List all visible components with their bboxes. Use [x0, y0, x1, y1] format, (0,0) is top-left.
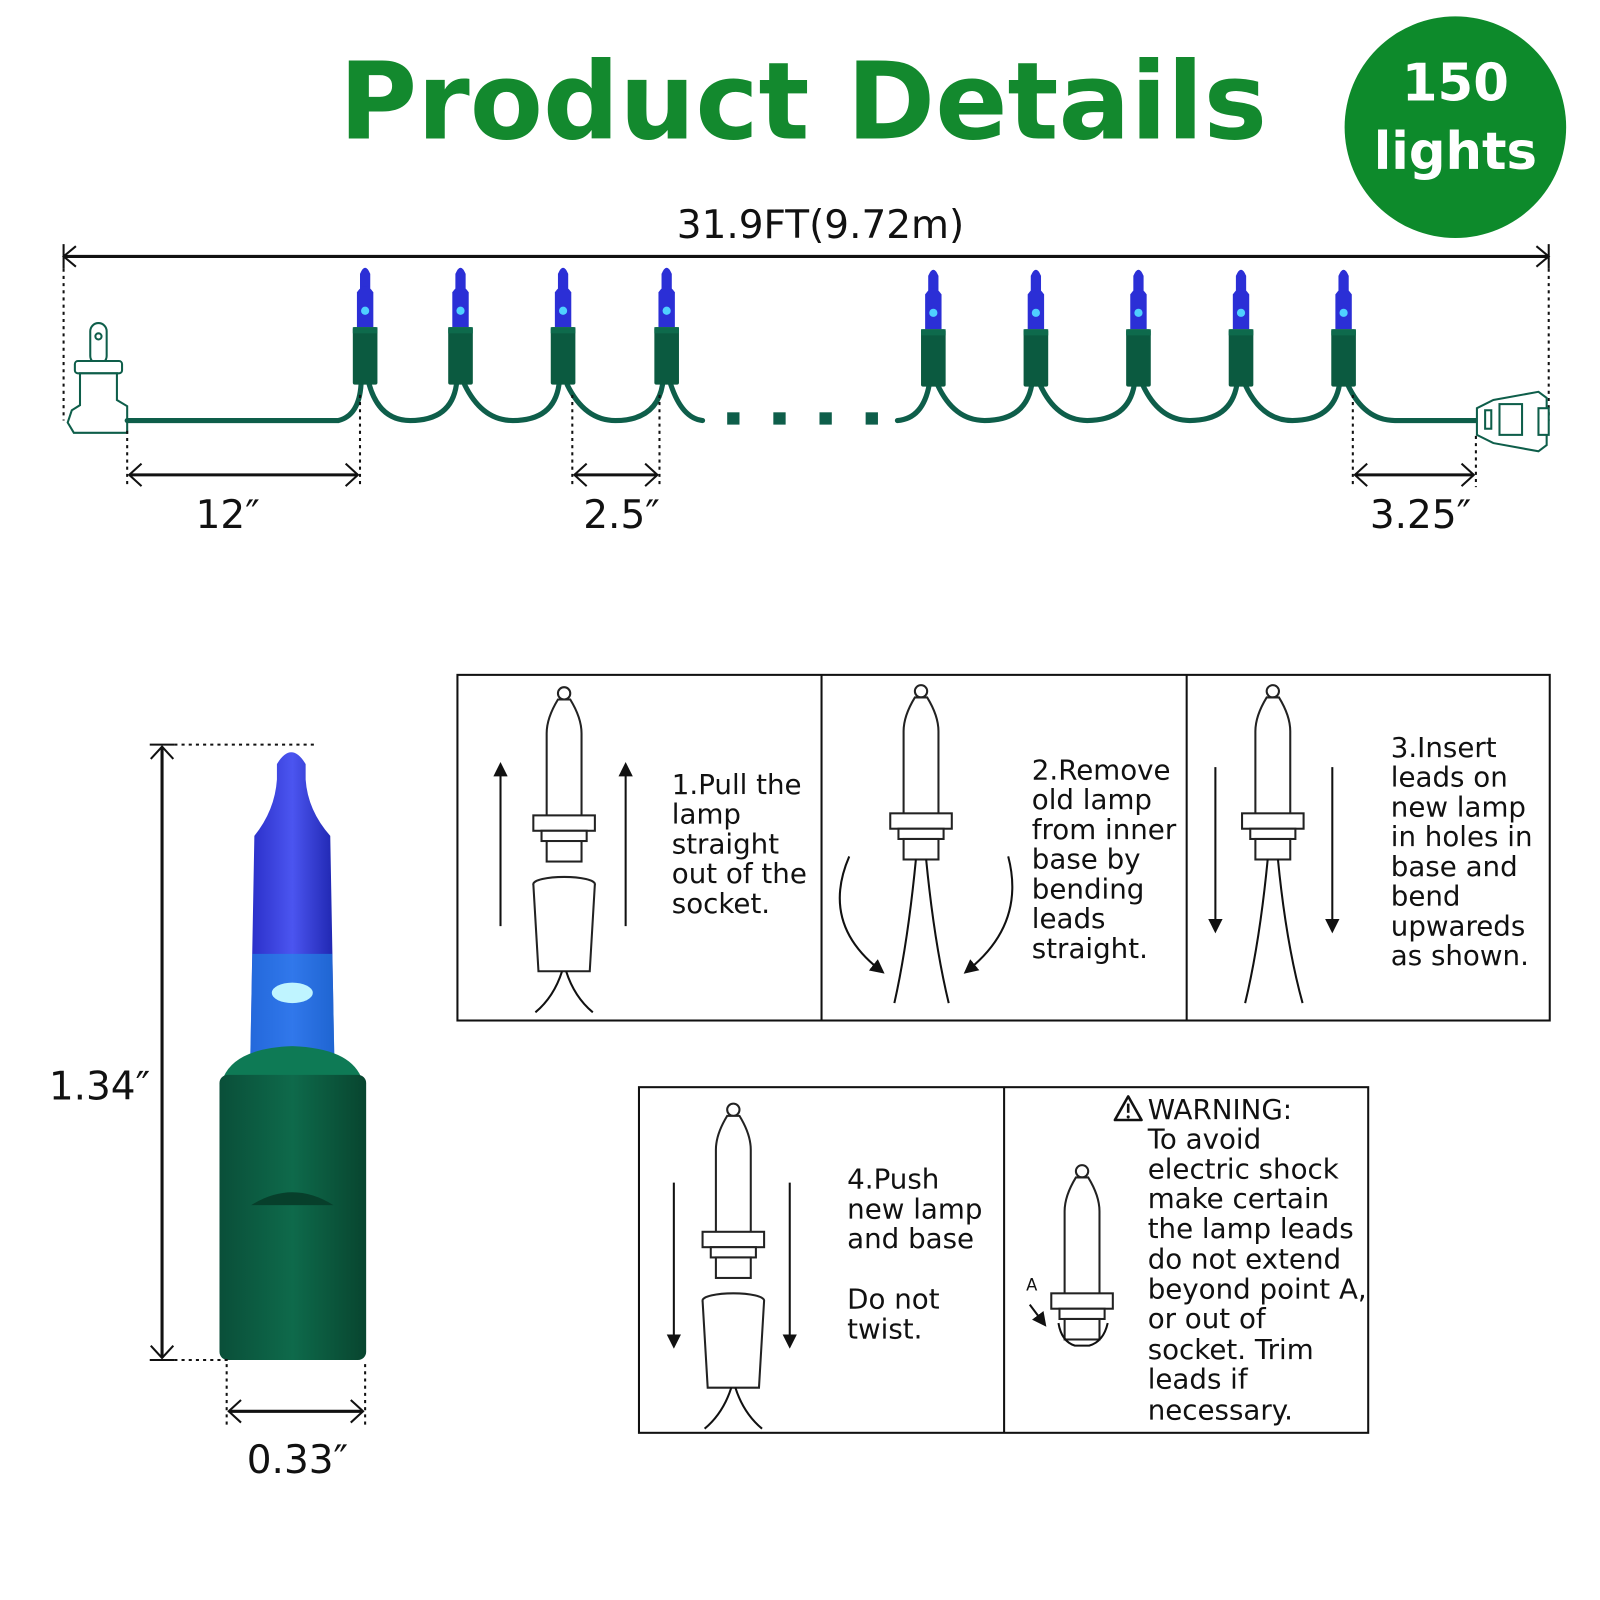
badge-unit: lights — [1374, 122, 1537, 182]
lamp-icon — [889, 684, 953, 861]
warning-icon — [1113, 1095, 1143, 1122]
lamp-icon — [1241, 684, 1305, 861]
total-length-label: 31.9FT(9.72m) — [677, 203, 964, 248]
bulb-width-label: 0.33″ — [247, 1438, 348, 1483]
socket-icon — [532, 875, 596, 1014]
end-connector-icon — [1475, 390, 1550, 453]
bulb-icon — [1228, 269, 1254, 387]
total-length-arrow — [61, 244, 1551, 421]
lights-count-badge: 150 lights — [1344, 16, 1567, 238]
page-title: Product Details — [339, 40, 1267, 164]
lamp-icon — [532, 686, 596, 863]
bulb-height-label: 1.34″ — [49, 1064, 150, 1109]
bulb-icon — [654, 267, 679, 385]
end-length-dimension: 3.25″ — [1351, 394, 1477, 538]
lamp-icon — [701, 1102, 766, 1279]
bulb-icon — [448, 267, 473, 385]
bulb-closeup — [219, 752, 367, 1360]
end-length-label: 3.25″ — [1370, 493, 1471, 538]
bulb-spacing-label: 2.5″ — [583, 493, 660, 538]
badge-count: 150 — [1402, 54, 1509, 114]
lead-length-dimension: 12″ — [126, 394, 362, 538]
bulb-width-dimension: 0.33″ — [225, 1364, 367, 1483]
bulb-icon — [1126, 269, 1151, 387]
bulb-icon — [1331, 269, 1356, 387]
bulb-icon — [921, 269, 946, 387]
bulb-icon — [352, 267, 378, 385]
ellipsis-dots — [727, 412, 878, 425]
lamp-icon — [1050, 1164, 1114, 1341]
point-a-label: A — [1026, 1275, 1038, 1294]
bulb-icon — [550, 267, 576, 385]
bulb-icon — [1023, 269, 1049, 387]
plug-icon — [66, 322, 129, 434]
socket-icon — [701, 1292, 766, 1430]
bulb-height-dimension: 1.34″ — [49, 743, 316, 1362]
warning-title: WARNING: — [1148, 1093, 1292, 1126]
light-string — [66, 267, 1550, 453]
bulb-spacing-dimension: 2.5″ — [571, 394, 661, 538]
lead-length-label: 12″ — [196, 493, 260, 538]
